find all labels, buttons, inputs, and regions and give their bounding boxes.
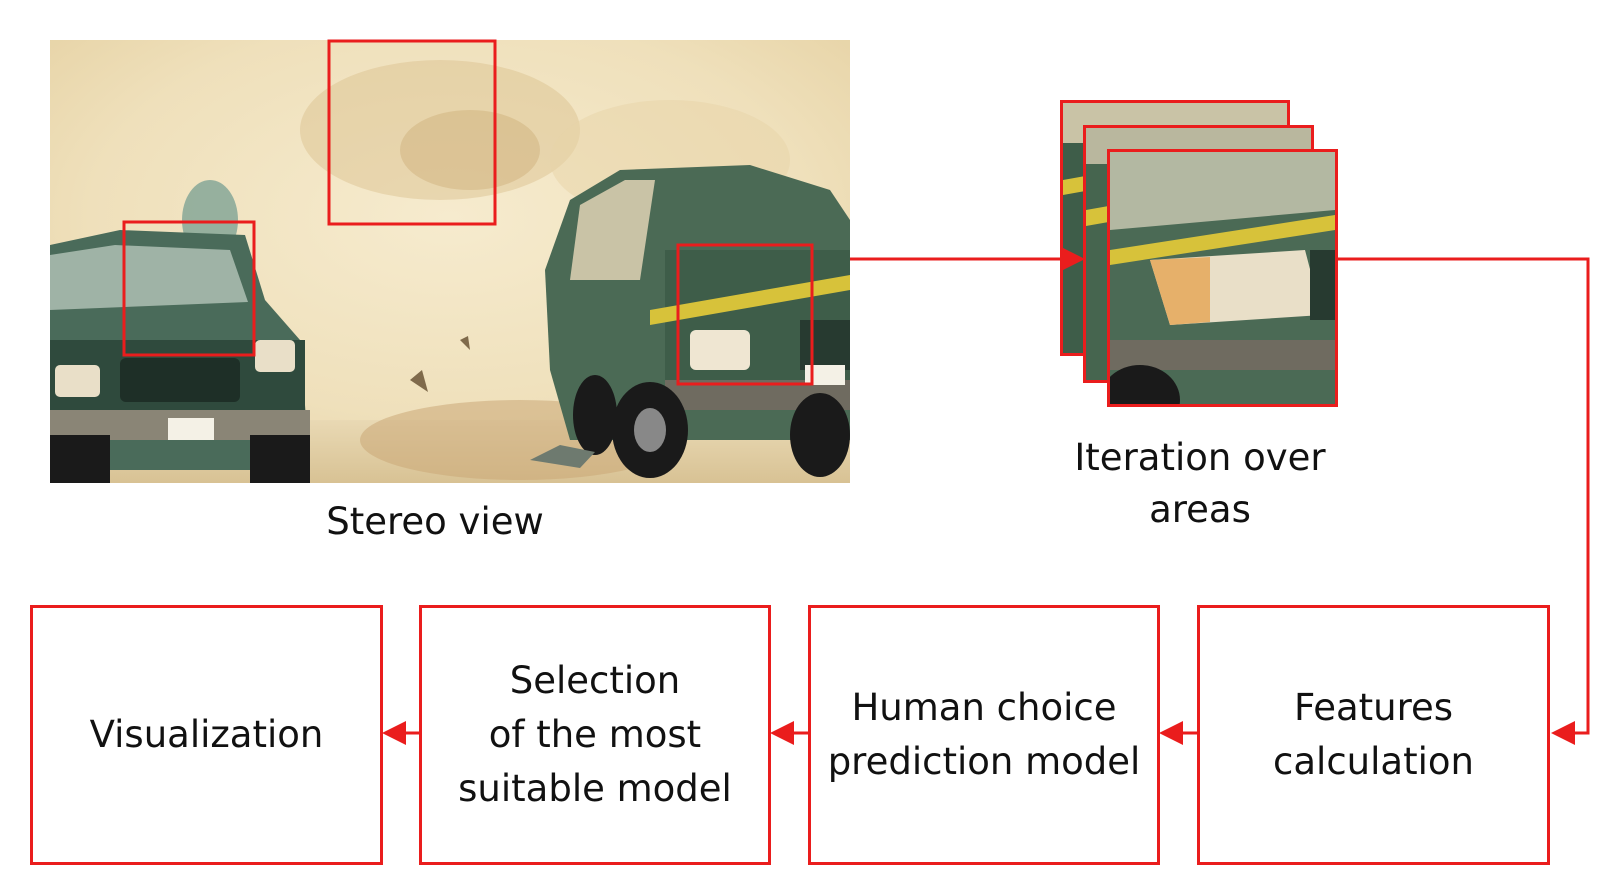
- crop-card-front: [1107, 149, 1338, 407]
- stereo-view-caption: Stereo view: [326, 500, 544, 543]
- stereo-view-image: [50, 40, 850, 483]
- model-selection-box: Selection of the most suitable model: [419, 605, 771, 865]
- human-choice-model-box: Human choice prediction model: [808, 605, 1160, 865]
- features-calculation-box: Features calculation: [1197, 605, 1550, 865]
- iteration-caption: Iteration over areas: [1074, 436, 1326, 531]
- visualization-box: Visualization: [30, 605, 383, 865]
- right-suv: [545, 165, 850, 478]
